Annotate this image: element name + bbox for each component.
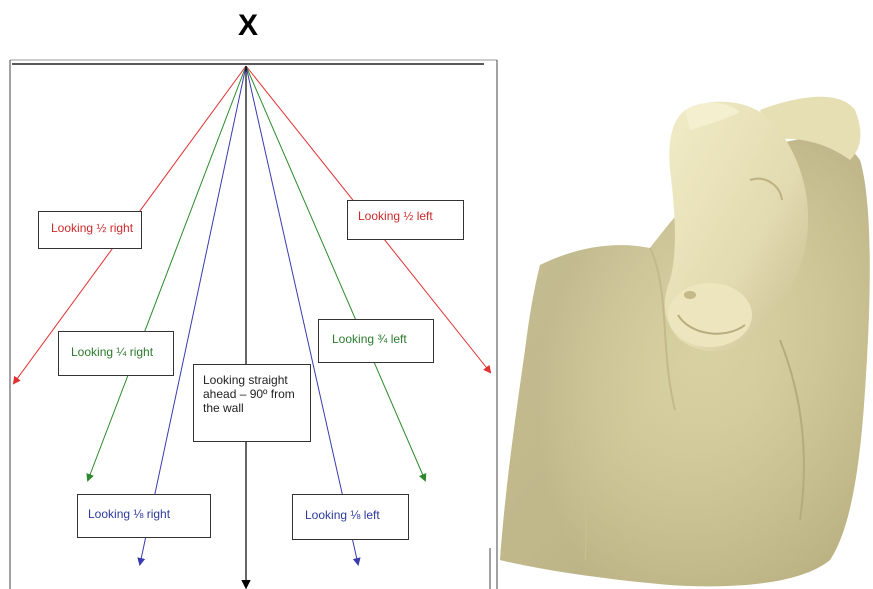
label-eighth-right: Looking ⅛ right bbox=[77, 494, 211, 538]
horse-sculpture-image bbox=[500, 90, 873, 589]
label-half-left: Looking ½ left bbox=[347, 200, 464, 240]
label-quarter-right: Looking ¼ right bbox=[58, 331, 174, 376]
label-straight: Looking straight ahead – 90º from the wa… bbox=[193, 364, 311, 442]
label-eighth-left: Looking ⅛ left bbox=[292, 494, 409, 540]
eighth-right-arrow bbox=[140, 66, 246, 564]
label-quarter-left: Looking ¾ left bbox=[318, 319, 434, 363]
sightline-diagram bbox=[0, 0, 500, 589]
eighth-left-arrow bbox=[246, 66, 358, 564]
label-half-right: Looking ½ right bbox=[38, 211, 142, 249]
